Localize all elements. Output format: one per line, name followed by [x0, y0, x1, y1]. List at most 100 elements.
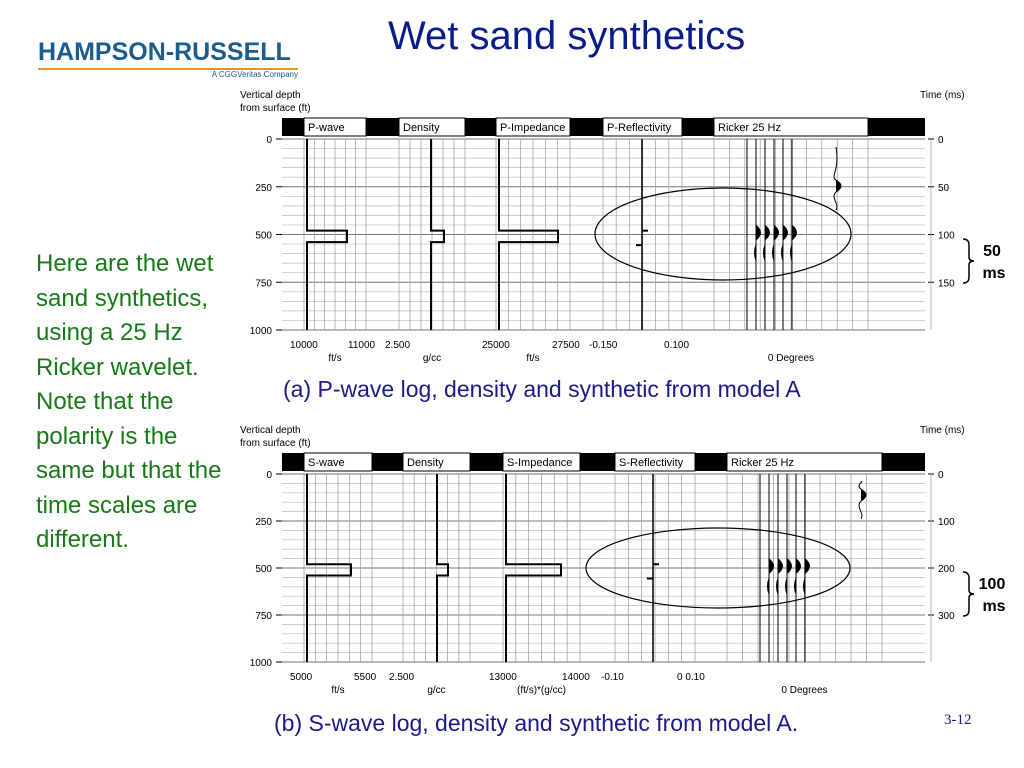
side-description: Here are the wet sand synthetics, using … [36, 250, 222, 553]
unit-label: ft/s [526, 353, 539, 364]
header-block [682, 118, 714, 136]
depth-axis-label: from surface (ft) [240, 103, 311, 114]
track-header-label: P-Impedance [500, 122, 565, 134]
track-header-label: Density [407, 457, 444, 469]
depth-tick-label: 0 [266, 470, 272, 481]
track-header [713, 117, 869, 137]
track-header [398, 117, 466, 137]
page-number: 3-12 [944, 712, 972, 728]
depth-axis-label: Vertical depth [240, 425, 301, 436]
time-tick-label: 0 [938, 470, 944, 481]
time-axis-label: Time (ms) [920, 90, 965, 101]
caption-a: (a) P-wave log, density and synthetic fr… [283, 376, 801, 402]
wavelet-peak [769, 558, 774, 575]
log-curve [436, 474, 449, 662]
wavelet-trough [790, 244, 793, 261]
logo-subtitle: A CGGVeritas Company [211, 70, 298, 79]
track-header-label: Ricker 25 Hz [718, 122, 781, 134]
track-header-label: S-Impedance [507, 457, 572, 469]
logo-text: HAMPSON-RUSSELL [38, 38, 291, 66]
track-header [402, 452, 471, 472]
header-block [372, 453, 403, 471]
wavelet-trough [772, 244, 775, 261]
wavelet-peak [805, 558, 810, 575]
scale-label: 11000 [348, 340, 376, 351]
log-curve [430, 139, 445, 330]
time-tick-label: 0 [938, 135, 944, 146]
track-header [303, 452, 373, 472]
depth-tick-label: 500 [255, 564, 272, 575]
log-curve [306, 474, 352, 662]
wavelet-trough [763, 244, 766, 261]
header-block [695, 453, 727, 471]
scale-label: 2.500 [385, 340, 410, 351]
track-header [602, 117, 683, 137]
log-curve [505, 474, 562, 662]
wavelet-trough [803, 577, 806, 595]
header-block [282, 453, 304, 471]
scale-label: -0.150 [589, 340, 618, 351]
depth-tick-label: 750 [255, 278, 272, 289]
header-block [580, 453, 615, 471]
wavelet-peak [756, 224, 761, 241]
header-block [470, 453, 503, 471]
scale-label: 27500 [552, 340, 580, 351]
unit-label: (ft/s)*(g/cc) [517, 685, 566, 696]
log-curve [306, 139, 348, 330]
wavelet-peak [792, 224, 797, 241]
scale-label: 13000 [489, 672, 517, 683]
slide-title: Wet sand synthetics [388, 14, 746, 58]
scale-label: 0 0.10 [677, 672, 705, 683]
time-tick-label: 50 [938, 183, 950, 194]
track-header-label: S-Reflectivity [619, 457, 684, 469]
header-block [366, 118, 399, 136]
unit-label: g/cc [423, 353, 441, 364]
depth-tick-label: 0 [266, 135, 272, 146]
scale-label: 5500 [354, 672, 377, 683]
wavelet-peak [796, 558, 801, 575]
unit-label: 0 Degrees [768, 353, 814, 364]
wavelet-trough [794, 577, 797, 595]
depth-tick-label: 1000 [250, 658, 273, 669]
scale-label: 0.100 [664, 340, 689, 351]
track-header-label: P-Reflectivity [607, 122, 672, 134]
track-header [726, 452, 883, 472]
wavelet-trough [754, 244, 757, 261]
unit-label: ft/s [328, 353, 341, 364]
wavelet-trough [767, 577, 770, 595]
header-block [868, 118, 925, 136]
highlight-ellipse [585, 527, 851, 609]
header-block [282, 118, 304, 136]
track-header-label: S-wave [308, 457, 345, 469]
wavelet-peak [778, 558, 783, 575]
wavelet-trace [858, 481, 867, 520]
track-header-label: P-wave [308, 122, 345, 134]
company-logo: HAMPSON-RUSSELL A CGGVeritas Company [38, 38, 298, 79]
bracket-label: 100 [979, 576, 1006, 593]
bracket-label: 50 [983, 243, 1001, 260]
depth-axis-label: Vertical depth [240, 90, 301, 101]
log-curve [498, 139, 559, 330]
time-tick-label: 100 [938, 231, 955, 242]
time-tick-label: 100 [938, 517, 955, 528]
track-header [495, 117, 571, 137]
wavelet-peak [774, 224, 779, 241]
scale-label: 2.500 [389, 672, 414, 683]
time-bracket [962, 238, 975, 284]
time-bracket [962, 571, 975, 617]
scale-label: 10000 [290, 340, 318, 351]
scale-label: 5000 [290, 672, 313, 683]
depth-tick-label: 250 [255, 183, 272, 194]
wavelet-trough [785, 577, 788, 595]
header-block [465, 118, 496, 136]
bracket-label: ms [982, 265, 1005, 282]
highlight-ellipse [594, 187, 852, 281]
header-block [882, 453, 925, 471]
track-header [303, 117, 367, 137]
time-tick-label: 150 [938, 278, 955, 289]
logo-underline [38, 68, 298, 70]
wavelet-peak [861, 489, 866, 501]
wavelet-peak [765, 224, 770, 241]
time-tick-label: 300 [938, 611, 955, 622]
wavelet-peak [787, 558, 792, 575]
